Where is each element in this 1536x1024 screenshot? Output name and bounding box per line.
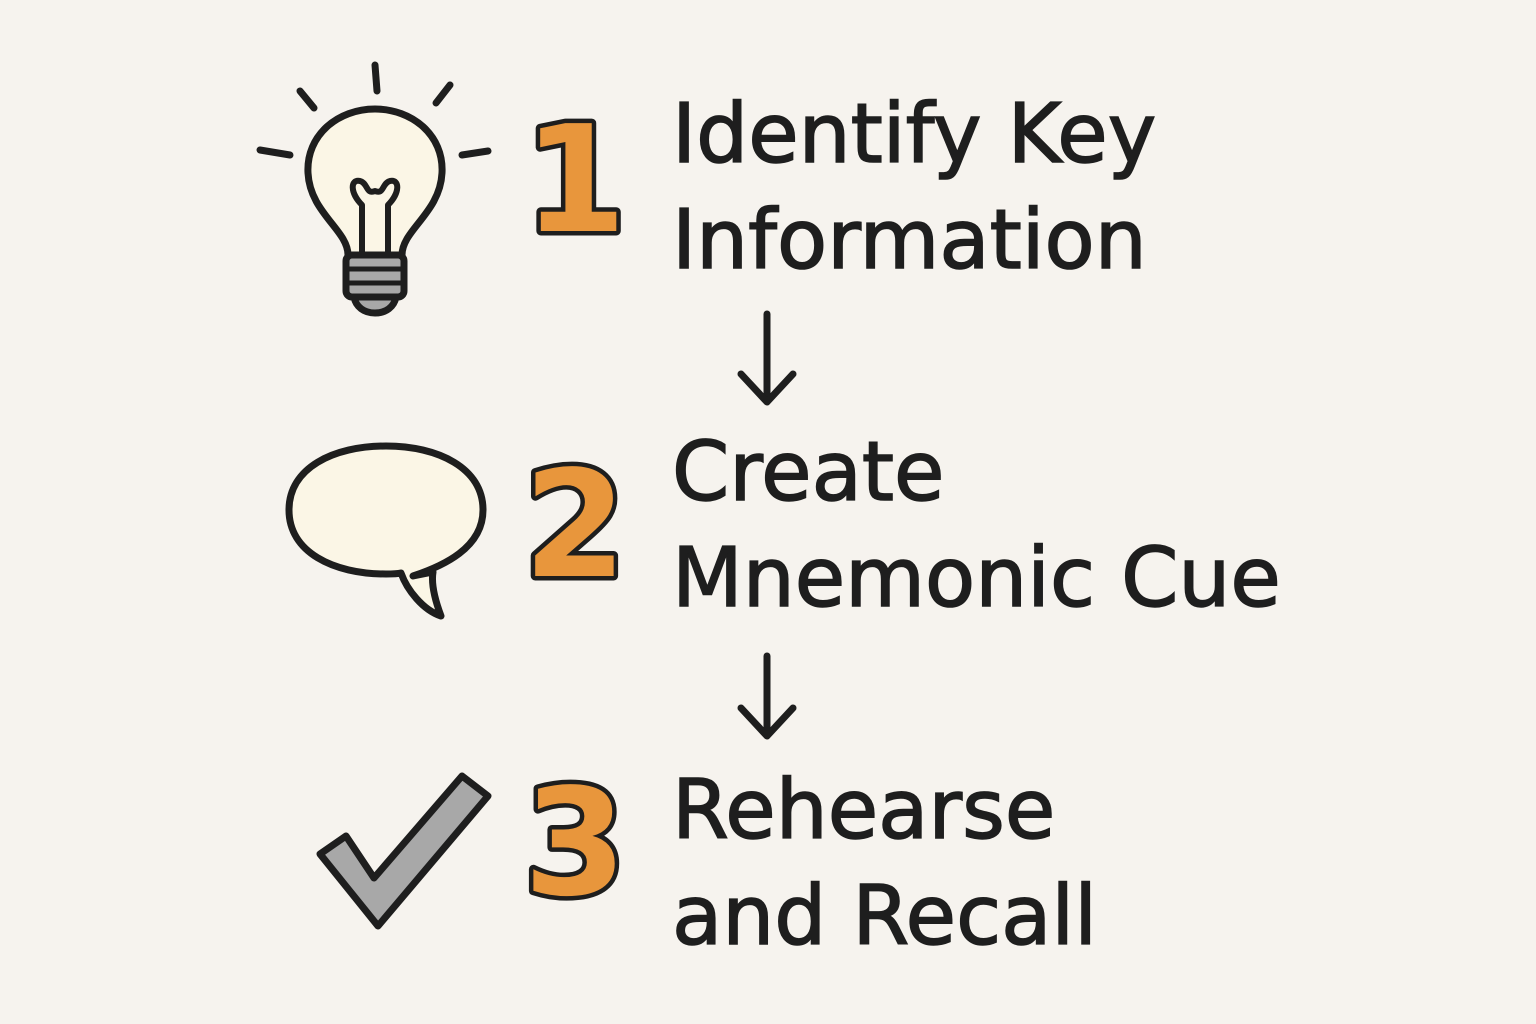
step-1-line-1: Identify Key — [671, 86, 1157, 183]
lightbulb-icon — [256, 61, 492, 317]
checkmark-icon — [316, 772, 492, 930]
step-number-2: 2 — [519, 435, 631, 616]
step-1-label: Identify Key Information — [671, 82, 1157, 294]
arrow-down-icon — [737, 652, 797, 740]
step-3-label: Rehearse and Recall — [671, 758, 1097, 970]
step-2-line-1: Create — [671, 424, 945, 521]
step-3-line-2: and Recall — [671, 868, 1097, 965]
step-number-1-text: 1 — [524, 94, 627, 266]
step-number-2-text: 2 — [524, 439, 627, 611]
step-number-3: 3 — [519, 753, 631, 934]
speech-bubble-icon — [285, 442, 487, 620]
step-number-1: 1 — [519, 90, 631, 271]
step-3-line-1: Rehearse — [671, 762, 1056, 859]
step-2-label: Create Mnemonic Cue — [671, 420, 1281, 632]
step-1-line-2: Information — [671, 192, 1147, 289]
step-2-line-2: Mnemonic Cue — [671, 530, 1281, 627]
arrow-down-icon — [737, 310, 797, 406]
step-number-3-text: 3 — [524, 757, 627, 929]
